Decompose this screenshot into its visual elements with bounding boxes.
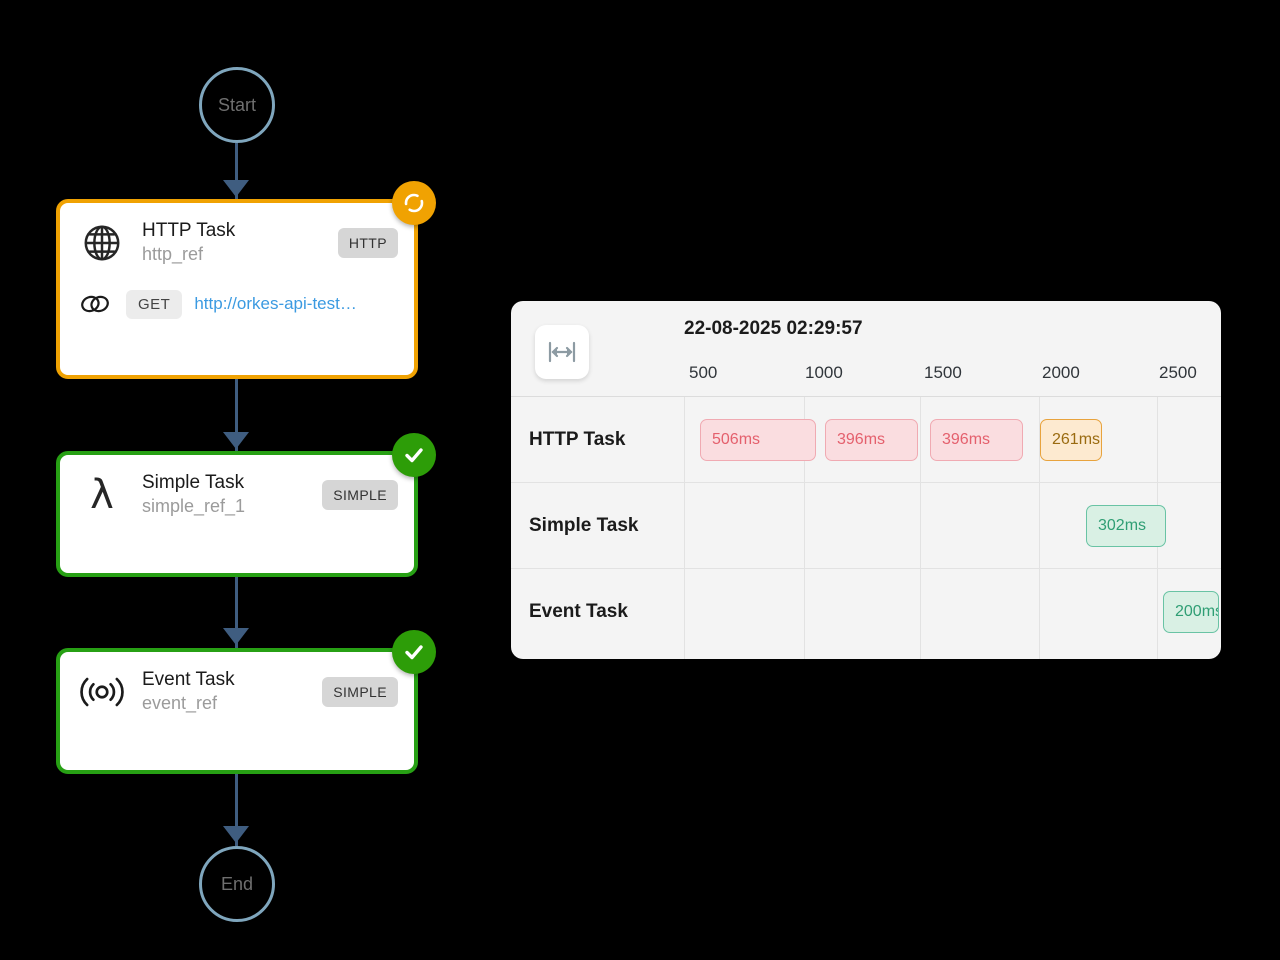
- task-card-simple[interactable]: λ Simple Task simple_ref_1 SIMPLE: [56, 433, 436, 577]
- grid-line-1000: [920, 397, 921, 659]
- row-label-http: HTTP Task: [529, 429, 626, 450]
- status-badge-running: [392, 181, 436, 225]
- timeline-row-event: Event Task 200ms: [511, 569, 1221, 655]
- timeline-bar[interactable]: 200ms: [1163, 591, 1219, 633]
- timeline-bar[interactable]: 261ms: [1040, 419, 1102, 461]
- status-badge-success: [392, 433, 436, 477]
- task-type-chip: SIMPLE: [322, 480, 398, 510]
- timeline-bar[interactable]: 302ms: [1086, 505, 1166, 547]
- task-type-chip: SIMPLE: [322, 677, 398, 707]
- link-icon: [76, 287, 114, 321]
- grid-line-500: [804, 397, 805, 659]
- arrow-event-to-end: [223, 826, 249, 843]
- task-card-http[interactable]: HTTP Task http_ref HTTP GET http://orkes…: [56, 181, 436, 379]
- edge-event-to-end: [235, 774, 238, 846]
- timeline-row-http: HTTP Task 506ms 396ms 396ms 261ms: [511, 397, 1221, 483]
- timeline-row-simple: Simple Task 302ms: [511, 483, 1221, 569]
- workflow-graph: Start HTTP Task http_ref: [0, 0, 500, 960]
- globe-icon: [76, 217, 128, 269]
- timeline-date-label: 22-08-2025 02:29:57: [684, 318, 863, 339]
- fit-width-button[interactable]: [535, 325, 589, 379]
- axis-tick-2000: 2000: [1042, 363, 1080, 382]
- task-title: HTTP Task: [142, 220, 236, 242]
- status-badge-success: [392, 630, 436, 674]
- edge-simple-to-event: [235, 577, 238, 648]
- task-ref: http_ref: [142, 244, 204, 265]
- task-card-event[interactable]: Event Task event_ref SIMPLE: [56, 630, 436, 774]
- timeline-bar[interactable]: 396ms: [825, 419, 918, 461]
- broadcast-icon: [76, 666, 128, 718]
- axis-tick-1500: 1500: [924, 363, 962, 382]
- edge-http-to-simple: [235, 379, 238, 453]
- http-url-link[interactable]: http://orkes-api-test…: [194, 294, 357, 313]
- check-icon: [405, 448, 423, 463]
- svg-text:λ: λ: [90, 473, 114, 517]
- grid-line-1500: [1039, 397, 1040, 659]
- task-title: Event Task: [142, 669, 235, 691]
- timeline-grid: HTTP Task 506ms 396ms 396ms 261ms Simple…: [511, 396, 1221, 659]
- row-label-event: Event Task: [529, 601, 628, 622]
- start-node[interactable]: Start: [199, 67, 275, 143]
- end-node[interactable]: End: [199, 846, 275, 922]
- end-node-label: End: [220, 873, 254, 894]
- edge-start-to-http: [235, 143, 238, 201]
- task-ref: event_ref: [142, 693, 218, 714]
- arrow-simple-to-event: [223, 628, 249, 645]
- label-column-divider: [684, 397, 685, 659]
- task-type-chip: HTTP: [337, 228, 398, 258]
- arrow-start-to-http: [223, 180, 249, 197]
- axis-tick-1000: 1000: [805, 363, 843, 382]
- task-title: Simple Task: [142, 472, 245, 494]
- start-node-label: Start: [217, 94, 256, 115]
- http-method-chip: GET: [126, 289, 183, 319]
- timeline-panel: 22-08-2025 02:29:57 500 1000 1500 2000 2…: [511, 301, 1221, 659]
- lambda-icon: λ: [76, 469, 128, 521]
- axis-tick-500: 500: [689, 363, 718, 382]
- row-label-simple: Simple Task: [529, 515, 639, 536]
- arrow-http-to-simple: [223, 432, 249, 449]
- axis-tick-2500: 2500: [1159, 363, 1197, 382]
- timeline-bar[interactable]: 506ms: [700, 419, 816, 461]
- check-icon: [405, 645, 423, 660]
- fit-width-icon: [548, 341, 576, 363]
- timeline-header: 22-08-2025 02:29:57 500 1000 1500 2000 2…: [511, 301, 1221, 396]
- task-ref: simple_ref_1: [142, 496, 246, 517]
- timeline-bar[interactable]: 396ms: [930, 419, 1023, 461]
- spinner-icon: [404, 193, 424, 213]
